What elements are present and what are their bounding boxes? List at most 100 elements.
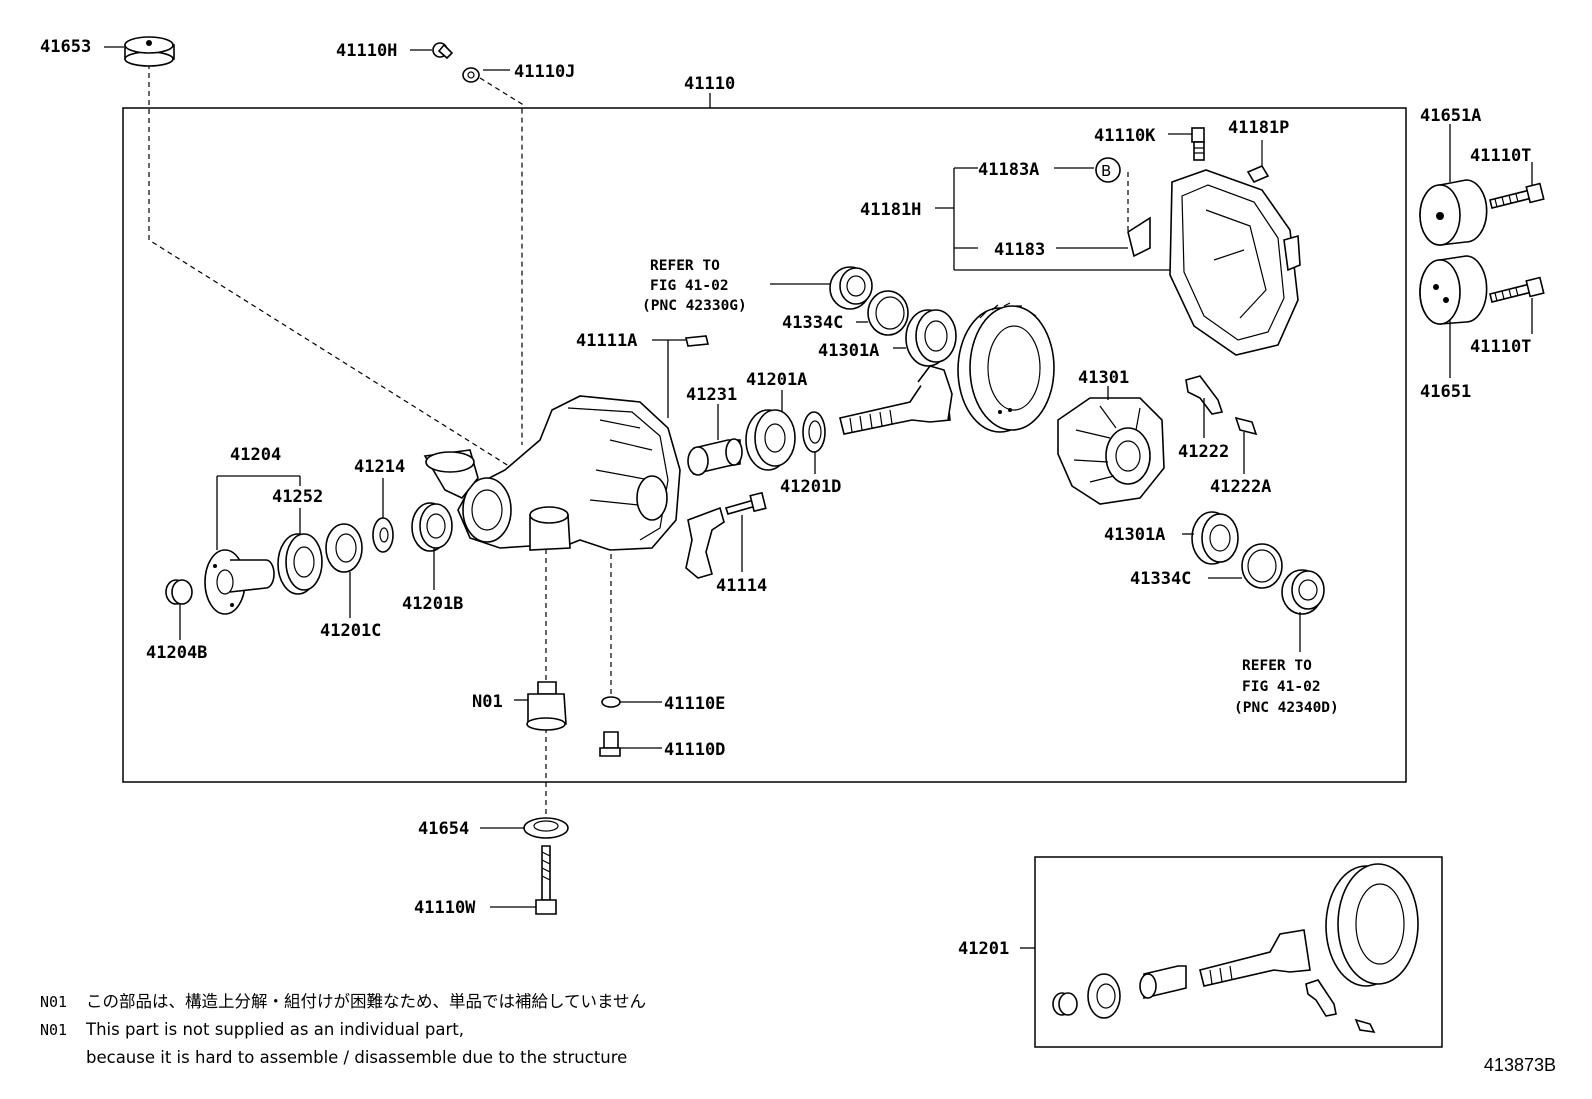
part-41110T-bolt-2 [1489,276,1545,303]
label-41654: 41654 [418,819,469,839]
part-41114-bolt [724,491,767,515]
part-N01-bushing [526,681,567,731]
assembly-41110-frame [122,107,1407,783]
label-41651A: 41651A [1420,106,1481,126]
label-41201: 41201 [958,939,1009,959]
label-41301A-1: 41301A [818,341,879,361]
label-41183A: 41183A [978,160,1039,180]
refer-top-line-3: (PNC 42330G) [642,298,747,314]
part-41201C-seal [325,523,363,573]
part-41654-washer [523,817,569,839]
part-41110E-washer [601,696,621,708]
part-41653-cap [124,36,175,67]
label-41222: 41222 [1178,442,1229,462]
part-41334C-lower [1241,543,1283,589]
label-41301A-2: 41301A [1104,525,1165,545]
inset-shim [1305,979,1337,1017]
label-41334C-1: 41334C [782,313,843,333]
inset-pinion [1199,929,1311,987]
label-41110H: 41110H [336,41,397,61]
inset-nut [1052,992,1078,1016]
label-41110E: 41110E [664,694,725,714]
part-41111A-pin [684,335,710,347]
part-41204-flange [204,549,275,615]
note-code: N01 [40,1021,68,1039]
guide-41110J [479,77,523,445]
label-41222A: 41222A [1210,477,1271,497]
part-oil-seal-bottom [1281,569,1325,615]
label-41231: 41231 [686,385,737,405]
part-41183-gasket [1127,216,1151,258]
part-41201B-bearing [411,502,453,552]
part-oil-seal-top [829,266,873,310]
bracket-41181H [935,167,1172,271]
note-row: because it is hard to assemble / disasse… [40,1044,646,1072]
inset-bolt [1354,1018,1376,1034]
part-ring-gear [957,302,1055,433]
part-41222A-bolt [1234,416,1258,436]
refer-bottom-line-2: FIG 41-02 [1242,679,1321,695]
note-text-jp: この部品は、構造上分解・組付けが困難なため、単品では補給していません [86,992,647,1011]
part-41110T-bolt-1 [1489,182,1545,209]
bracket-41204 [216,475,301,550]
label-41111A: 41111A [576,331,637,351]
part-41110D-plug [599,731,621,757]
part-41201D-washer [802,411,826,453]
label-N01: N01 [472,692,503,712]
part-41301A-lower [1191,511,1239,565]
label-41201D: 41201D [780,477,841,497]
label-41201C: 41201C [320,621,381,641]
label-41110T-1: 41110T [1470,146,1531,166]
label-41181P: 41181P [1228,118,1289,138]
refer-bottom-line-3: (PNC 42340D) [1234,700,1339,716]
part-41110H-plug [432,42,454,60]
part-41110K-breather [1191,127,1205,161]
label-41114: 41114 [716,576,767,596]
note-text-en-1: This part is not supplied as an individu… [86,1020,464,1039]
part-differential-carrier [423,395,681,551]
note-row: N01 This part is not supplied as an indi… [40,1016,646,1044]
part-41252-slinger [277,533,323,595]
part-41301-diff-case [1057,397,1165,505]
label-41252: 41252 [272,487,323,507]
part-41301A-upper [905,309,957,367]
figure-number: 413873B [1483,1055,1556,1075]
guide-41653 [148,64,556,496]
label-41110T-2: 41110T [1470,337,1531,357]
part-41204B-nut [165,579,193,605]
label-41183: 41183 [994,240,1045,260]
part-41651-mount [1419,255,1488,325]
callout-b: B [1101,162,1111,180]
label-41301: 41301 [1078,368,1129,388]
refer-bottom-line-1: REFER TO [1242,658,1312,674]
label-41110D: 41110D [664,740,725,760]
label-41110J: 41110J [514,62,575,82]
part-41201A-bearing [745,409,796,471]
label-41651: 41651 [1420,382,1471,402]
note-row: N01 この部品は、構造上分解・組付けが困難なため、単品では補給していません [40,988,646,1016]
part-41334C-upper [867,290,909,336]
label-41201B: 41201B [402,594,463,614]
part-41651A-mount [1419,179,1488,246]
note-code: N01 [40,993,68,1011]
label-41110W: 41110W [414,898,476,918]
label-41181H: 41181H [860,200,921,220]
refer-top-line-1: REFER TO [650,258,720,274]
part-41181H-diff-cover [1169,169,1301,356]
notes-block: N01 この部品は、構造上分解・組付けが困難なため、単品では補給していません N… [40,988,646,1072]
label-41204: 41204 [230,445,281,465]
label-41204B: 41204B [146,643,207,663]
part-41214-washer [372,517,394,553]
label-41201A: 41201A [746,370,807,390]
leader-41111A [652,339,686,418]
part-drive-pinion [839,365,953,435]
label-41110: 41110 [684,74,735,94]
label-41653: 41653 [40,37,91,57]
inset-seal [1087,973,1121,1019]
label-41110K: 41110K [1094,126,1156,146]
note-text-en-2: because it is hard to assemble / disasse… [86,1048,628,1067]
note-code [40,1044,86,1072]
inset-ring-gear [1325,863,1419,987]
label-41214: 41214 [354,457,405,477]
